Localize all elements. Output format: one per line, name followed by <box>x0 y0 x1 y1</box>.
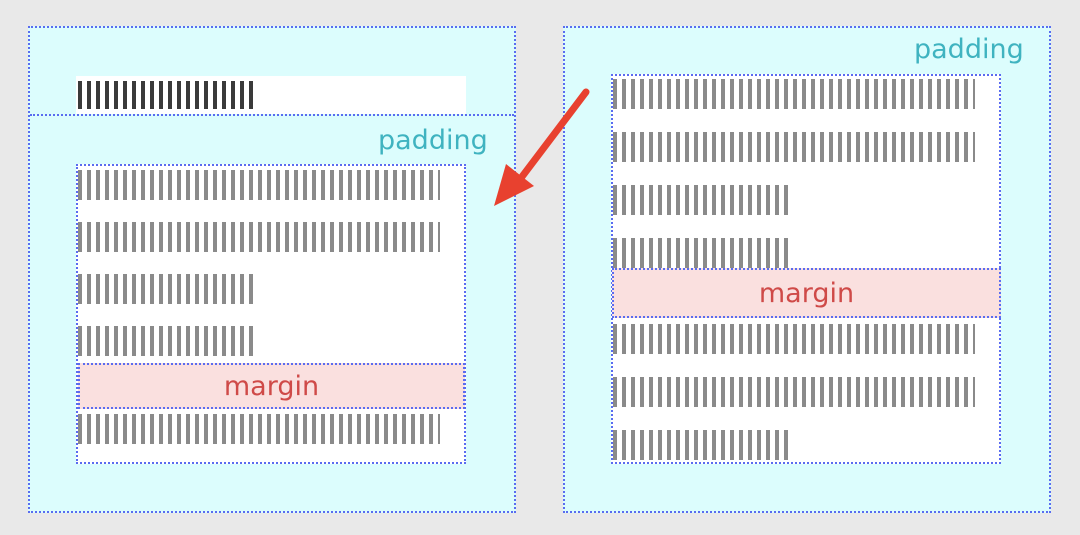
right-text-line-7 <box>613 430 793 460</box>
right-text-line-2 <box>613 132 975 162</box>
left-margin-band: margin <box>78 363 465 409</box>
left-previous-block-text-bars <box>78 81 258 109</box>
right-margin-label: margin <box>758 277 855 309</box>
right-text-line-5 <box>613 324 975 354</box>
right-text-line-6 <box>613 377 975 407</box>
right-text-line-1 <box>613 79 975 109</box>
right-padding-label: padding <box>914 34 1024 65</box>
left-text-line-2 <box>78 222 440 252</box>
left-text-line-3 <box>78 274 258 304</box>
left-text-line-5 <box>78 414 440 444</box>
right-text-line-3 <box>613 185 793 215</box>
left-text-line-4 <box>78 326 258 356</box>
left-padding-label: padding <box>378 125 488 156</box>
left-text-line-1 <box>78 170 440 200</box>
left-margin-label: margin <box>223 370 320 402</box>
right-margin-band: margin <box>612 268 1001 318</box>
right-text-line-4 <box>613 238 793 268</box>
left-block-divider <box>30 114 514 116</box>
